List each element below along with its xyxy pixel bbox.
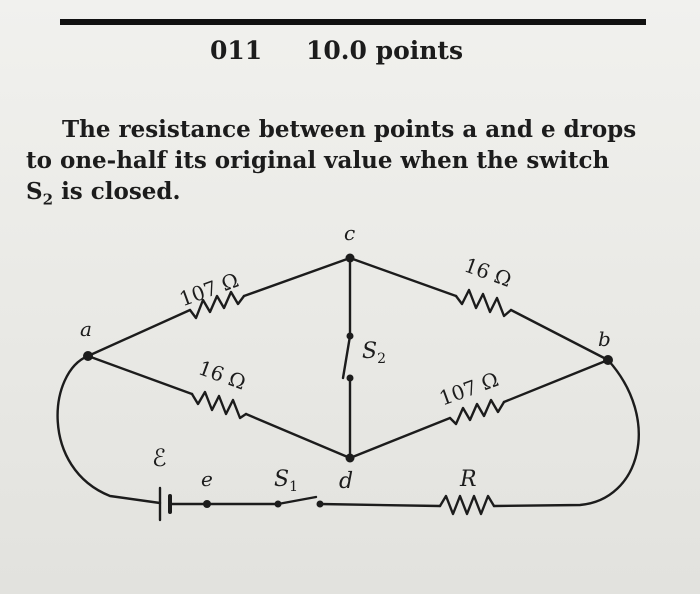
wire-c-to-r2 — [348, 256, 458, 298]
switch-s1-contact-right — [316, 500, 324, 508]
wire-r2-to-b — [509, 308, 610, 362]
node-d-label: d — [339, 469, 353, 494]
resistor-c-b — [454, 288, 513, 318]
wire-a-outer-loop — [56, 354, 162, 505]
problem-statement: The resistance between points a and e dr… — [26, 114, 676, 216]
problem-line-3-rest: is closed. — [53, 178, 181, 205]
resistor-a-d — [190, 390, 248, 420]
node-d-dot — [345, 453, 355, 463]
emf-label: ℰ — [152, 444, 167, 472]
node-c-dot — [345, 253, 355, 263]
top-rule — [60, 19, 646, 25]
problem-line-3: S2 is closed. — [26, 176, 676, 216]
wire-r1-to-c — [242, 256, 352, 298]
switch-s1-letter: S — [274, 467, 289, 492]
resistor-r — [438, 494, 496, 516]
wire-s1-to-r — [318, 502, 442, 508]
switch-s2-sub: 2 — [377, 351, 386, 367]
node-e-label: e — [201, 467, 213, 491]
switch-s1-contact-left — [274, 500, 282, 508]
node-e-dot — [203, 500, 211, 508]
node-b-dot — [603, 355, 613, 365]
resistor-r-label: R — [459, 467, 477, 492]
problem-line-2: to one-half its original value when the … — [26, 147, 610, 174]
question-points: 10.0 points — [306, 36, 464, 65]
wire-r3-to-d — [244, 412, 352, 460]
node-a-label: a — [80, 317, 92, 341]
switch-s2-letter: S — [362, 339, 377, 364]
wire-a-to-r3 — [86, 354, 194, 396]
switch-s1-blade — [276, 495, 318, 506]
resistor-d-b — [448, 398, 506, 426]
wire-d-to-r4 — [348, 416, 452, 460]
resistor-d-b-label: 107 Ω — [436, 367, 502, 410]
node-a-dot — [83, 351, 93, 361]
switch-s1-label: S1 — [274, 467, 298, 495]
switch-s1-sub: 1 — [289, 479, 298, 495]
problem-line-1: The resistance between points a and e dr… — [62, 116, 637, 143]
switch-s2-blade — [341, 334, 352, 380]
switch-s2-label: S2 — [362, 339, 386, 367]
wire-r4-to-b — [502, 358, 610, 404]
resistor-c-b-label: 16 Ω — [461, 253, 515, 292]
switch-s2-contact-bottom — [346, 374, 354, 382]
switch-subscript: 2 — [42, 190, 54, 209]
resistor-a-c-label: 107 Ω — [176, 268, 242, 311]
resistor-a-d-label: 16 Ω — [195, 356, 249, 395]
node-c-label: c — [344, 221, 355, 245]
question-number: 011 — [210, 36, 263, 65]
switch-symbol: S — [26, 178, 43, 205]
resistor-a-c — [188, 290, 246, 320]
wire-r-outer-loop — [492, 358, 640, 508]
switch-s2-contact-top — [346, 332, 354, 340]
wire-a-to-r1 — [86, 308, 192, 358]
node-b-label: b — [598, 327, 611, 351]
